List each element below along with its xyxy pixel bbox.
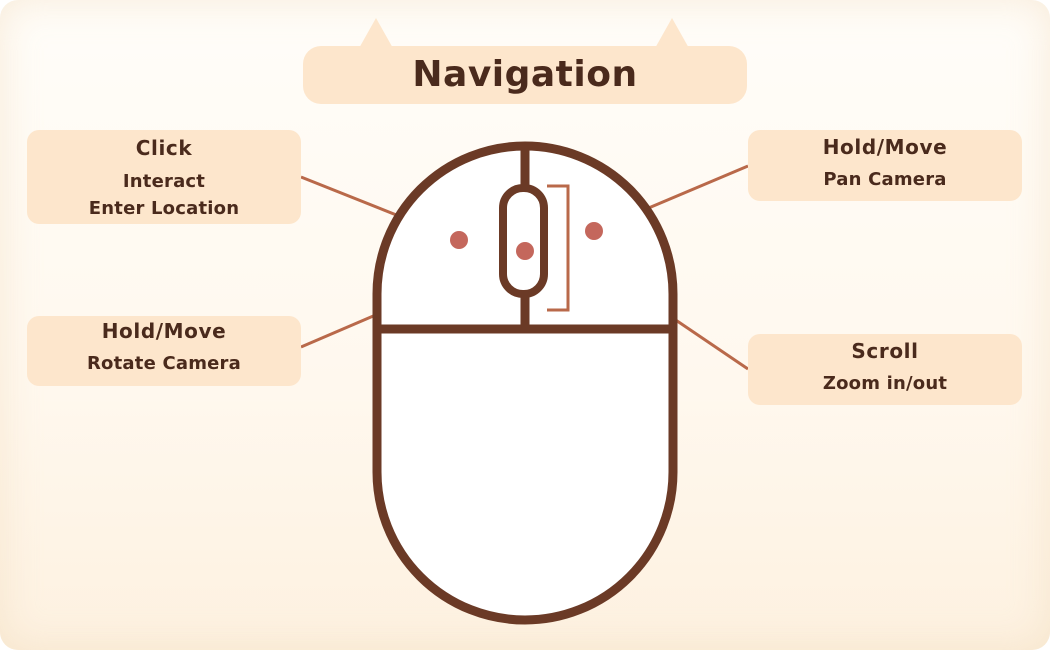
scroll-wheel: [499, 184, 548, 298]
label-scroll: Scroll Zoom in/out: [748, 334, 1022, 405]
label-pan-title: Hold/Move: [822, 135, 948, 159]
mouse-icon: [372, 141, 678, 625]
label-rotate-line-1: Rotate Camera: [86, 353, 241, 374]
label-click-title: Click: [135, 136, 193, 160]
label-click-line-2: Enter Location: [88, 198, 240, 219]
title-plate: [303, 46, 747, 104]
label-scroll-line-1: Zoom in/out: [822, 373, 948, 394]
wheel-dot: [516, 242, 534, 260]
right-button-dot: [585, 222, 603, 240]
title-ear-left: [358, 18, 394, 50]
page-title: Navigation: [412, 54, 638, 95]
mouse-body: [372, 141, 678, 625]
title-ear-right: [654, 18, 690, 50]
label-rotate-title: Hold/Move: [101, 319, 227, 343]
label-click: Click Interact Enter Location: [27, 130, 301, 224]
label-pan-line-1: Pan Camera: [823, 169, 947, 190]
label-rotate: Hold/Move Rotate Camera: [27, 316, 301, 386]
label-pan: Hold/Move Pan Camera: [748, 130, 1022, 201]
label-click-line-1: Interact: [122, 171, 206, 192]
scroll-bracket: [547, 184, 570, 312]
left-button-dot: [450, 231, 468, 249]
label-scroll-title: Scroll: [851, 339, 919, 363]
